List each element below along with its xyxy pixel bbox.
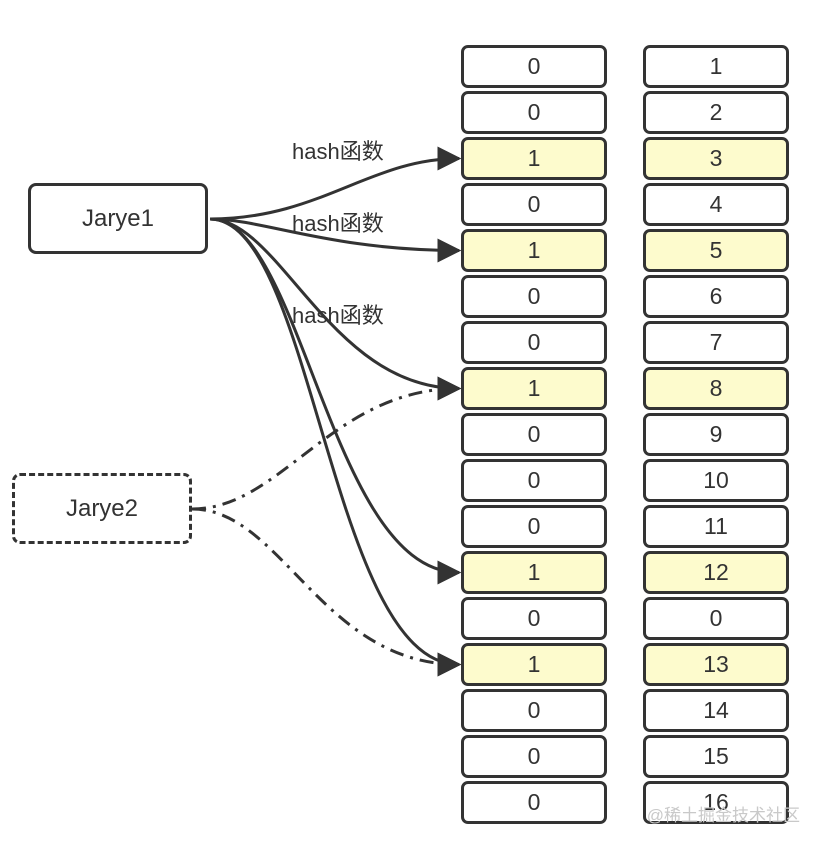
bit-array-cell: 1 xyxy=(461,229,607,272)
index-cell: 15 xyxy=(643,735,789,778)
index-cell: 11 xyxy=(643,505,789,548)
index-cell: 4 xyxy=(643,183,789,226)
bit-array-cell: 0 xyxy=(461,781,607,824)
hash-edge-jarye1-2 xyxy=(209,217,462,263)
bit-array-cell: 0 xyxy=(461,321,607,364)
hash-edge-jarye1-5 xyxy=(209,217,462,677)
source-node-jarye1-label: Jarye1 xyxy=(81,204,155,232)
index-cell: 6 xyxy=(643,275,789,318)
hash-edge-jarye2-1 xyxy=(191,376,462,511)
bit-array-cell: 1 xyxy=(461,367,607,410)
index-cell: 0 xyxy=(643,597,789,640)
source-node-jarye2: Jarye2 xyxy=(12,473,192,544)
bit-array-cell: 0 xyxy=(461,689,607,732)
bit-array-cell: 0 xyxy=(461,275,607,318)
edge-label-hash-1: hash函数 xyxy=(292,139,384,164)
hash-edge-jarye1-3 xyxy=(209,217,462,401)
bit-array-cell: 0 xyxy=(461,505,607,548)
bit-array-cell: 0 xyxy=(461,183,607,226)
bit-array-cell: 1 xyxy=(461,551,607,594)
index-cell: 9 xyxy=(643,413,789,456)
bit-array-cell: 0 xyxy=(461,91,607,134)
hash-edge-jarye1-4 xyxy=(209,217,462,585)
index-cell: 1 xyxy=(643,45,789,88)
index-cell: 16 xyxy=(643,781,789,824)
index-cell: 2 xyxy=(643,91,789,134)
index-cell: 10 xyxy=(643,459,789,502)
bit-array-cell: 0 xyxy=(461,413,607,456)
source-node-jarye1: Jarye1 xyxy=(28,183,208,254)
bit-array-cell: 0 xyxy=(461,735,607,778)
bit-array-cell: 0 xyxy=(461,597,607,640)
index-cell: 12 xyxy=(643,551,789,594)
edge-label-hash-3: hash函数 xyxy=(292,303,384,328)
index-cell: 7 xyxy=(643,321,789,364)
source-node-jarye2-label: Jarye2 xyxy=(65,494,139,522)
watermark: @稀土掘金技术社区 xyxy=(646,806,800,825)
index-cell: 14 xyxy=(643,689,789,732)
hash-edge-jarye2-2 xyxy=(191,507,462,677)
bit-array-cell: 1 xyxy=(461,643,607,686)
index-cell: 8 xyxy=(643,367,789,410)
index-cell: 13 xyxy=(643,643,789,686)
hash-edge-jarye1-1 xyxy=(209,146,462,221)
index-cell: 3 xyxy=(643,137,789,180)
edge-label-hash-2: hash函数 xyxy=(292,211,384,236)
index-cell: 5 xyxy=(643,229,789,272)
bit-array-cell: 0 xyxy=(461,459,607,502)
bit-array-cell: 1 xyxy=(461,137,607,180)
bit-array-cell: 0 xyxy=(461,45,607,88)
